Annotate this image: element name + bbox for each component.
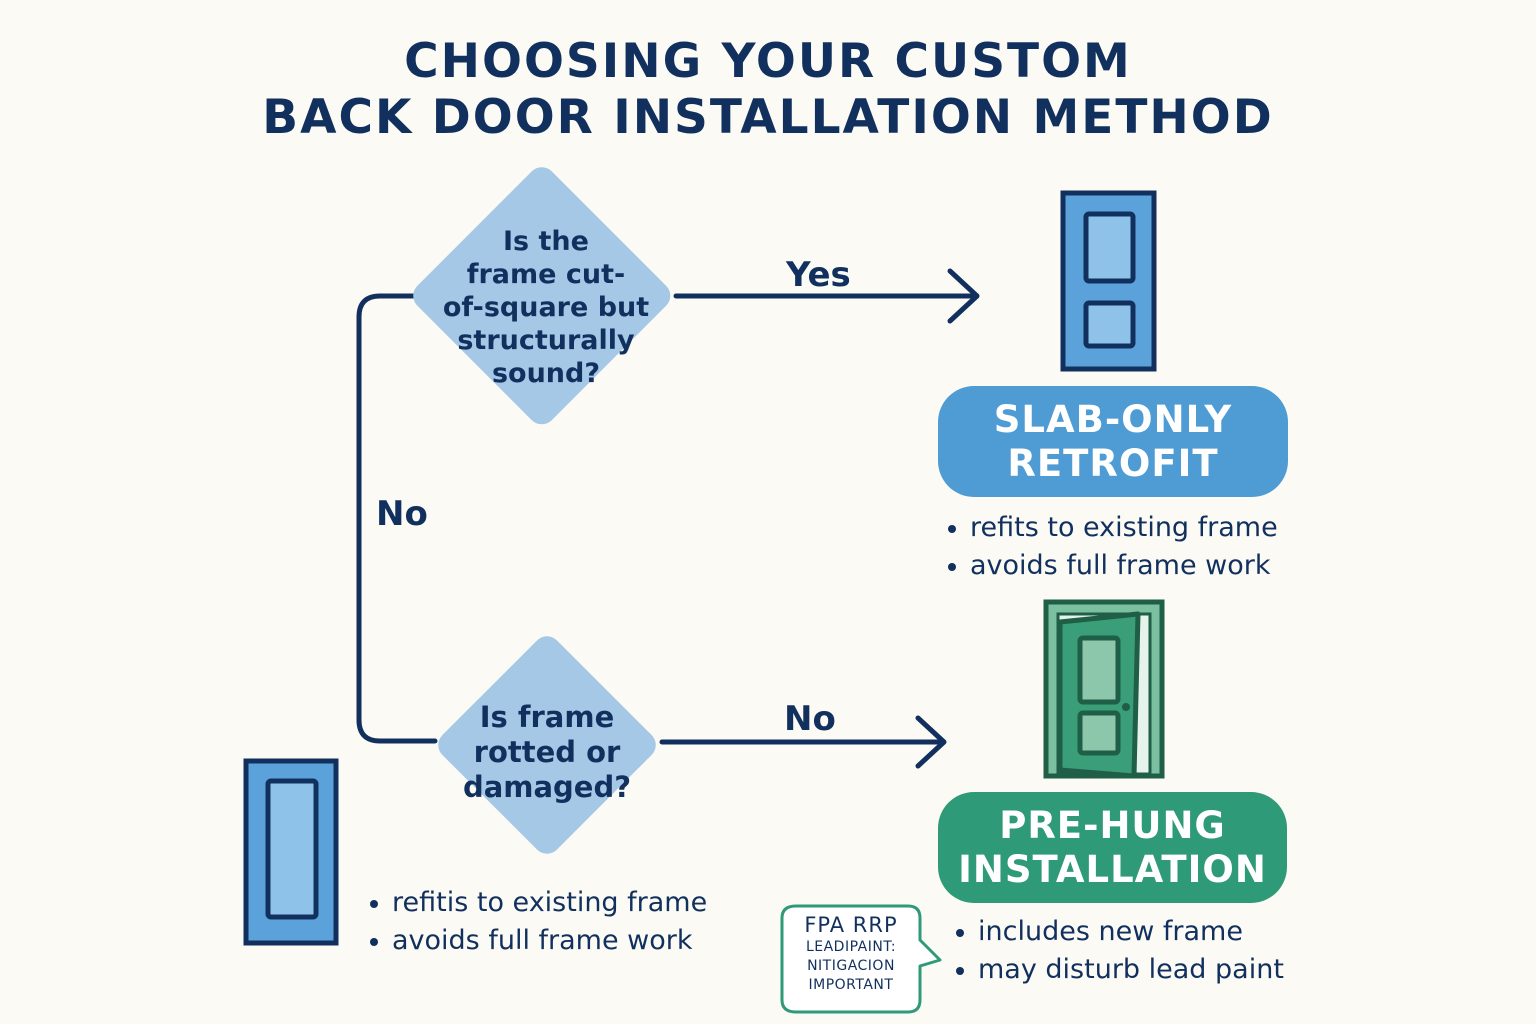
left-door-icon bbox=[243, 758, 339, 946]
prehung-bullets: includes new frame may disturb lead pain… bbox=[954, 913, 1284, 989]
door-icon bbox=[1060, 190, 1157, 372]
list-item: refits to existing frame bbox=[946, 509, 1278, 547]
decision-2-text: Is frame rotted or damaged? bbox=[462, 699, 632, 804]
no-label-bottom: No bbox=[784, 699, 836, 739]
list-item: includes new frame bbox=[954, 913, 1284, 951]
callout-bubble bbox=[780, 904, 942, 1014]
decision-diamond-1 bbox=[413, 167, 671, 425]
slab-only-retrofit-box: SLAB-ONLY RETROFIT bbox=[938, 386, 1288, 497]
lead-paint-callout: FPA RRP LEADIPAINT: NITIGACION IMPORTANT bbox=[804, 913, 898, 993]
pre-hung-installation-box: PRE-HUNG INSTALLATION bbox=[938, 792, 1287, 903]
decision-diamond-2 bbox=[438, 636, 656, 854]
yes-arrow bbox=[673, 268, 980, 324]
title-line-2: BACK DOOR INSTALLATION METHOD bbox=[262, 90, 1274, 145]
no-connector bbox=[356, 293, 438, 744]
slab-bullets: refits to existing frame avoids full fra… bbox=[946, 509, 1278, 585]
list-item: may disturb lead paint bbox=[954, 951, 1284, 989]
left-bullets: refitis to existing frame avoids full fr… bbox=[368, 884, 707, 960]
decision-1-text: Is the frame cut- of-square but structur… bbox=[442, 225, 650, 389]
no-arrow bbox=[659, 715, 947, 769]
no-label-vertical: No bbox=[376, 494, 428, 534]
list-item: avoids full frame work bbox=[946, 547, 1278, 585]
open-door-icon bbox=[1043, 599, 1165, 779]
list-item: refitis to existing frame bbox=[368, 884, 707, 922]
yes-label: Yes bbox=[786, 255, 851, 295]
title-line-1: CHOOSING YOUR CUSTOM bbox=[404, 34, 1132, 89]
list-item: avoids full frame work bbox=[368, 922, 707, 960]
page-title: CHOOSING YOUR CUSTOM BACK DOOR INSTALLAT… bbox=[0, 34, 1536, 146]
